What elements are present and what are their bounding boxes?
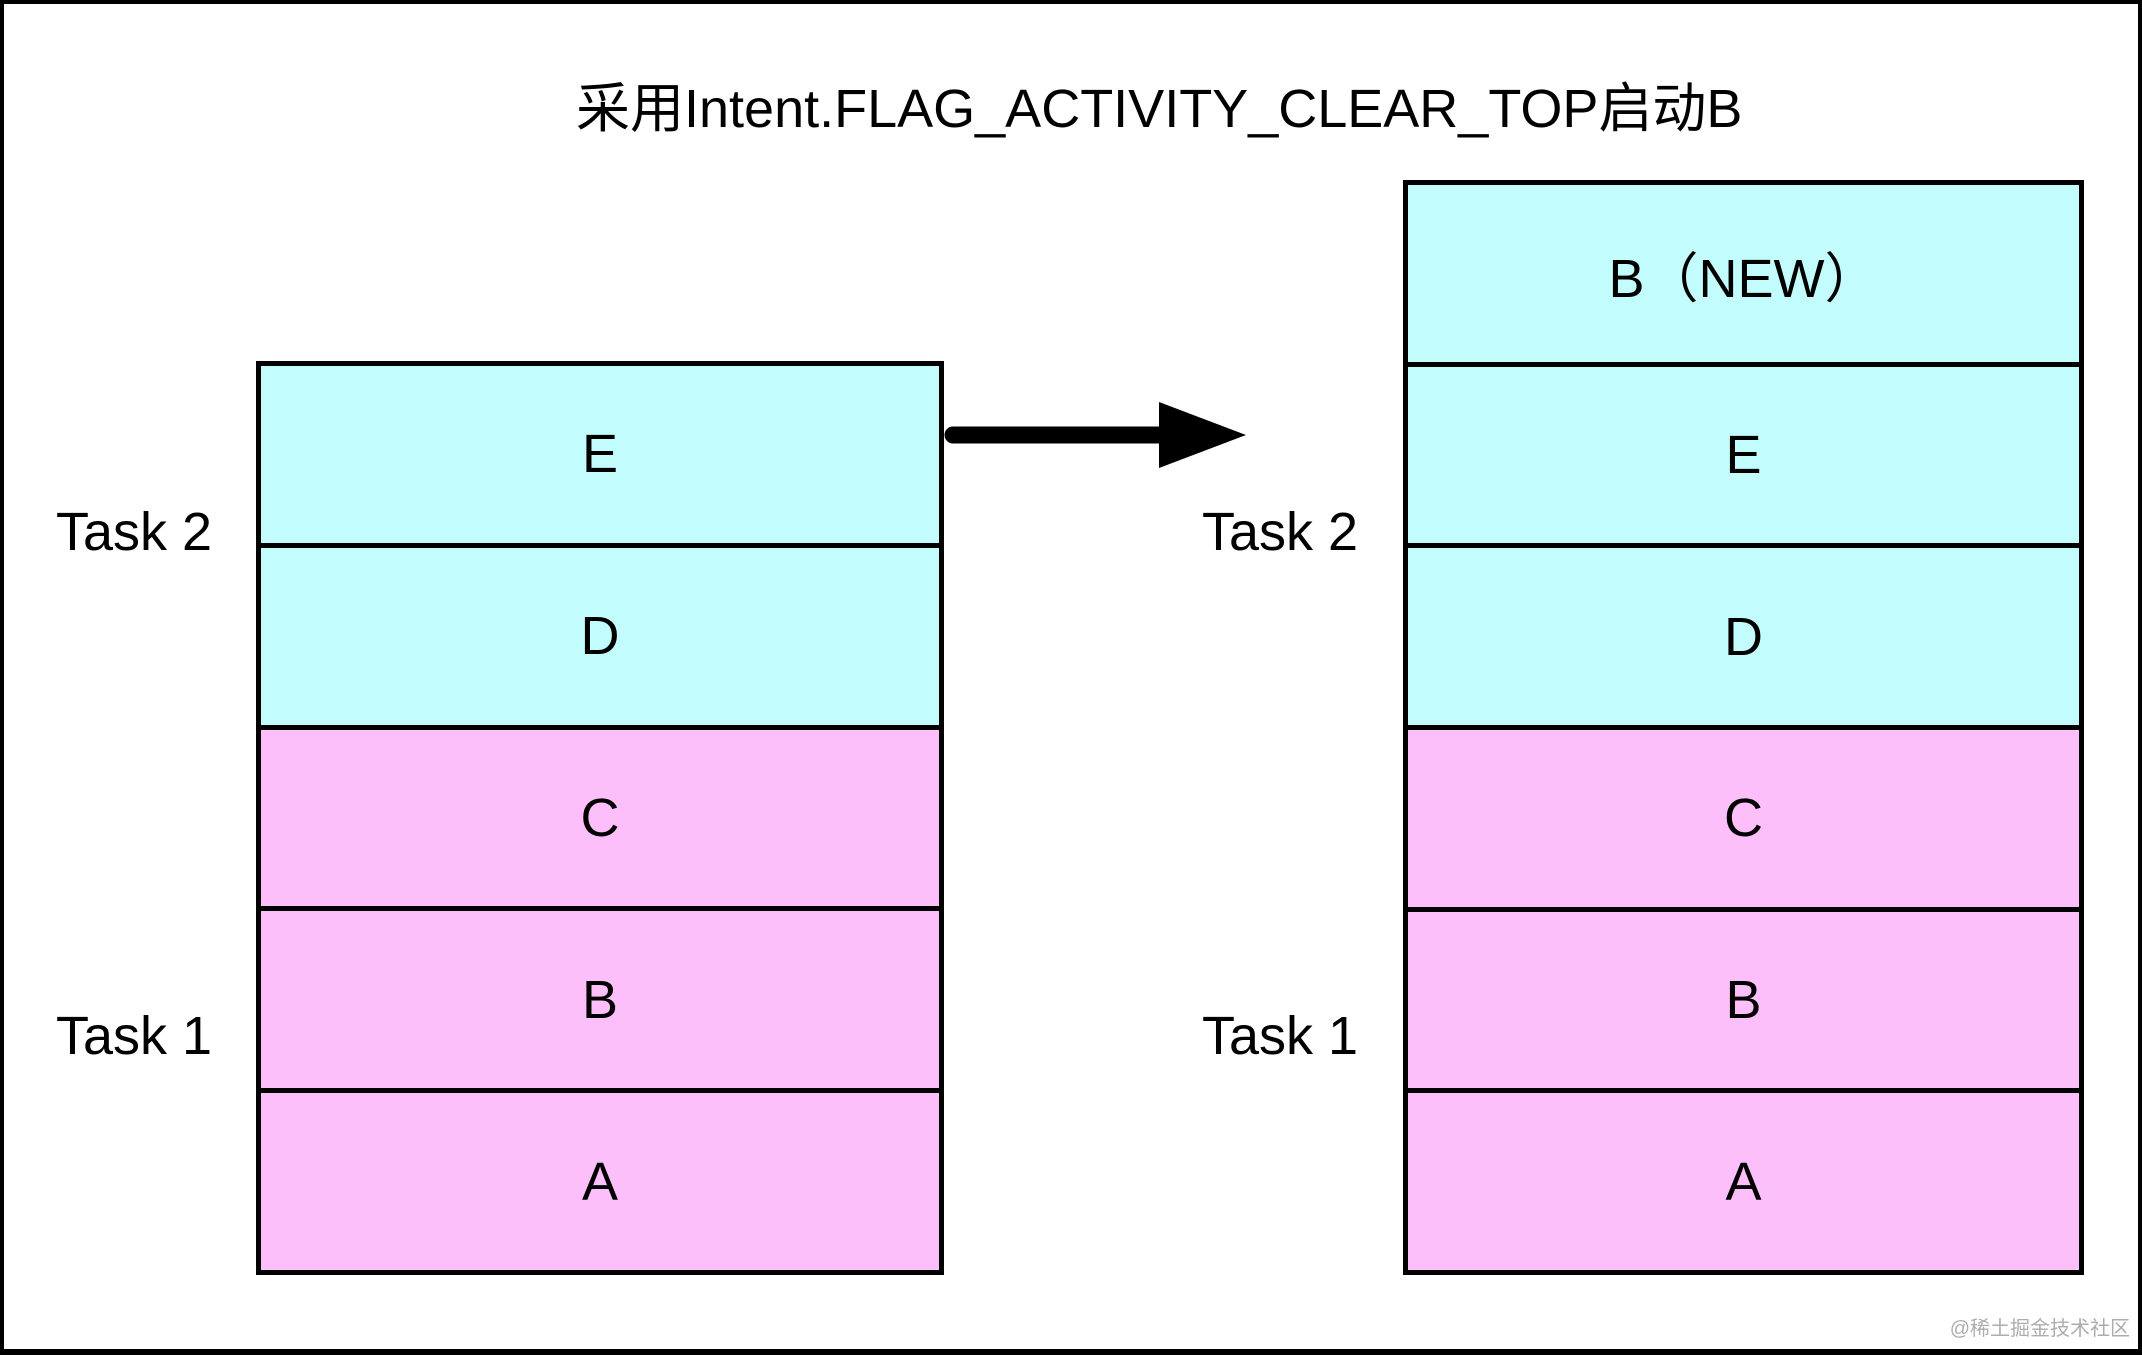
activity-box-d: D [261,542,939,725]
activity-stack-before: E D C B A [256,361,944,1275]
arrow-right-icon [944,402,1246,468]
activity-box-b-new: B（NEW） [1408,185,2079,362]
task2-label-before: Task 2 [55,502,213,562]
diagram-title: 采用Intent.FLAG_ACTIVITY_CLEAR_TOP启动B [576,79,1743,139]
task1-label-after: Task 1 [1201,1006,1359,1066]
activity-box-c: C [261,724,939,907]
task2-label-after: Task 2 [1201,502,1359,562]
task1-label-before: Task 1 [55,1006,213,1066]
activity-box-e: E [1408,361,2079,544]
activity-box-e: E [261,366,939,543]
activity-box-a: A [1408,1088,2079,1271]
activity-box-a: A [261,1088,939,1270]
activity-box-b: B [261,906,939,1089]
watermark-text: @稀土掘金技术社区 [1949,1318,2130,1340]
activity-box-d: D [1408,543,2079,726]
activity-stack-after: B（NEW） E D C B A [1403,180,2084,1275]
activity-box-c: C [1408,725,2079,907]
activity-box-b: B [1408,906,2079,1089]
